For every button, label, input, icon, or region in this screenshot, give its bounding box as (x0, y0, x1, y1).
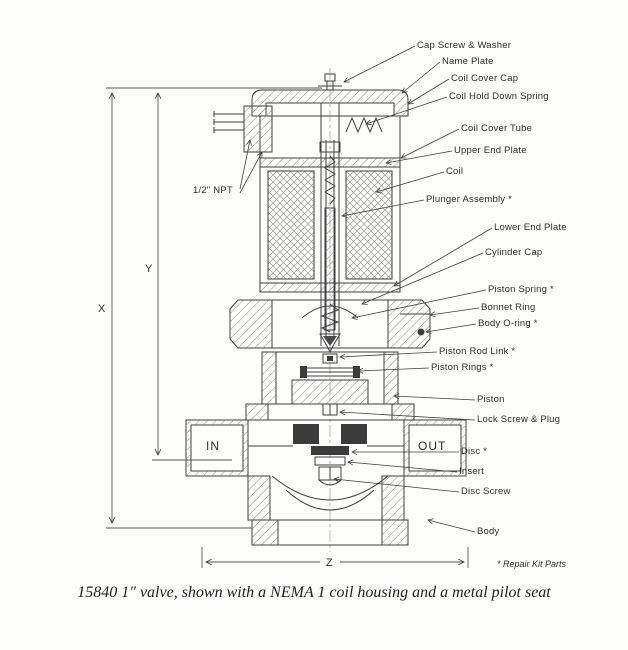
figure-caption: 15840 1" valve, shown with a NEMA 1 coil… (77, 584, 551, 601)
piston-rod-link (322, 353, 338, 364)
coil-winding-left (267, 170, 315, 280)
coil-cover-cap (251, 89, 409, 117)
coil-winding-right (345, 170, 393, 280)
disc-left (293, 424, 319, 444)
dimension-lines (106, 87, 469, 568)
cylinder-cap (301, 305, 359, 319)
dimension-z-label: Z (326, 557, 333, 569)
part-label-plunger-assembly: Plunger Assembly * (426, 194, 512, 205)
cap-screw-washer (318, 73, 342, 90)
part-label-piston-spring: Piston Spring * (488, 284, 554, 295)
part-label-lower-end-plate: Lower End Plate (494, 222, 567, 233)
part-label-cap-screw-washer: Cap Screw & Washer (417, 40, 512, 51)
upper-end-plate (259, 157, 401, 168)
disc (311, 446, 349, 455)
part-label-name-plate: Name Plate (442, 56, 494, 67)
dimension-y-label: Y (145, 263, 153, 275)
repair-kit-footnote: * Repair Kit Parts (497, 559, 567, 569)
body-o-ring (417, 328, 425, 336)
part-label-insert: Insert (459, 466, 484, 477)
conduit-hub (213, 105, 273, 153)
part-label-body: Body (477, 526, 500, 537)
part-label-coil: Coil (446, 166, 464, 177)
piston-spring (320, 303, 340, 333)
leader-lines (239, 45, 493, 533)
part-label-piston-rod-link: Piston Rod Link * (439, 346, 516, 357)
z-label-bg (320, 552, 340, 568)
part-label-cylinder-cap: Cylinder Cap (485, 247, 543, 258)
part-label-upper-end-plate: Upper End Plate (454, 145, 527, 156)
bonnet (229, 299, 431, 349)
piston-rings (300, 366, 360, 378)
valve-drawing: IN OUT (185, 73, 467, 546)
piston-cylinder (261, 351, 399, 416)
disc-right (341, 424, 367, 444)
part-label-disc: Disc * (461, 446, 488, 457)
part-label-body-o-ring: Body O-ring * (478, 318, 538, 329)
part-label-piston: Piston (477, 394, 505, 405)
coil-hold-down-spring (345, 116, 383, 134)
part-label-disc-screw: Disc Screw (461, 486, 511, 497)
npt-label: 1/2" NPT (193, 185, 233, 196)
insert (314, 456, 346, 466)
part-label-coil-cover-cap: Coil Cover Cap (451, 73, 519, 84)
plunger-assembly (319, 103, 341, 346)
part-label-coil-cover-tube: Coil Cover Tube (461, 123, 533, 134)
piston (291, 379, 369, 405)
dimension-x-label: X (98, 303, 106, 315)
lock-screw-plug (322, 403, 338, 416)
part-label-bonnet-ring: Bonnet Ring (481, 302, 536, 313)
outlet-label: OUT (418, 439, 446, 453)
part-label-lock-screw-plug: Lock Screw & Plug (477, 414, 561, 425)
inlet-label: IN (206, 439, 220, 453)
part-label-coil-hold-down-spring: Coil Hold Down Spring (449, 91, 549, 102)
pilot-seat (319, 333, 341, 354)
valve-body (185, 403, 467, 546)
part-label-piston-rings: Piston Rings * (431, 362, 494, 373)
